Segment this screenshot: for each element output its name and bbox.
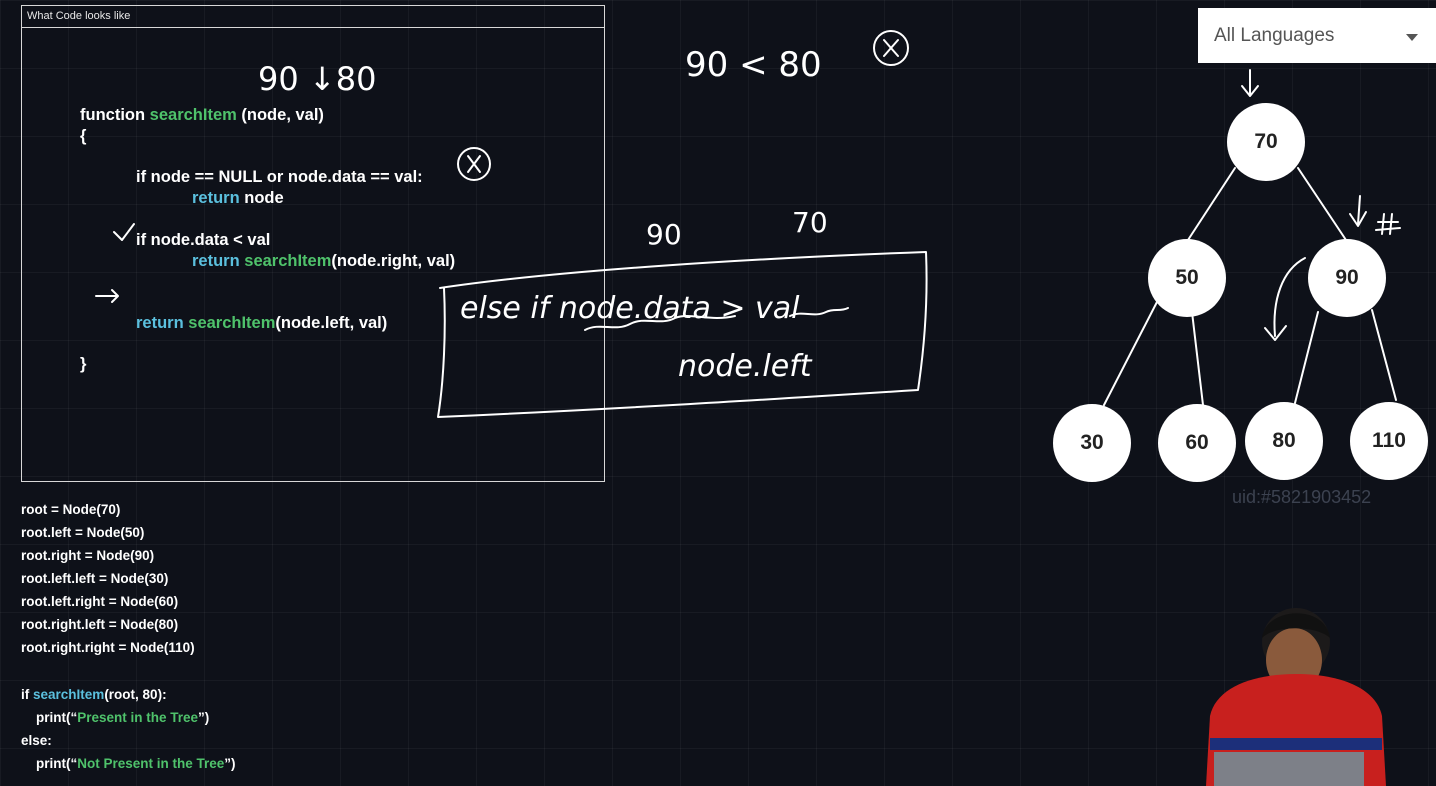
- arrow-icon: [1241, 69, 1259, 97]
- check-mark-icon: [113, 223, 135, 241]
- code-panel: What Code looks like: [21, 5, 605, 482]
- setup-line: root.left = Node(50): [21, 525, 145, 540]
- return-right-line: return searchItem(node.right, val): [192, 252, 455, 271]
- return-keyword: return: [192, 252, 240, 270]
- handwritten-else-if: else if node.data > val: [460, 291, 800, 326]
- present-message: Present in the Tree: [77, 710, 199, 725]
- driver-if-line: if searchItem(root, 80):: [21, 687, 167, 702]
- setup-line: root.right.left = Node(80): [21, 617, 179, 632]
- driver-call-args: (root, 80):: [104, 687, 167, 702]
- tree-node-left: 50: [1148, 239, 1226, 317]
- print-open: print(“: [36, 710, 78, 725]
- language-select[interactable]: All Languages: [1198, 8, 1436, 63]
- else-line: else:: [21, 733, 52, 748]
- handwritten-compare-1: 90 ↓80: [258, 60, 376, 98]
- open-brace: {: [80, 127, 87, 145]
- tree-edge: [1103, 299, 1159, 406]
- setup-line: root.left.left = Node(30): [21, 571, 169, 586]
- underline-squiggle: [789, 307, 849, 317]
- not-present-message: Not Present in the Tree: [77, 756, 225, 771]
- presenter-video: [1206, 608, 1386, 786]
- tree-edge: [1371, 309, 1397, 401]
- function-name: searchItem: [149, 106, 237, 124]
- if-keyword: if: [21, 687, 30, 702]
- recursive-call-right: searchItem: [244, 252, 332, 270]
- if-base-case: if node == NULL or node.data == val:: [136, 168, 423, 186]
- handwritten-box: [437, 251, 928, 418]
- tree-node-right-left: 80: [1245, 402, 1323, 480]
- tree-node-right-right: 110: [1350, 402, 1428, 480]
- tree-node-right: 90: [1308, 239, 1386, 317]
- function-keyword: function: [80, 106, 146, 124]
- handwritten-node-left: node.left: [678, 349, 813, 384]
- recursive-args-right: (node.right, val): [331, 252, 456, 270]
- handwritten-compare-2: 90 < 80: [685, 45, 822, 85]
- tree-edge: [1294, 311, 1319, 404]
- underline-squiggle: [584, 315, 736, 331]
- language-select-value: All Languages: [1214, 25, 1335, 46]
- tree-edge: [1191, 311, 1204, 406]
- print-not-present-line: print(“Not Present in the Tree”): [36, 756, 236, 771]
- tree-node-left-left: 30: [1053, 404, 1131, 482]
- print-present-line: print(“Present in the Tree”): [36, 710, 209, 725]
- arrow-icon: [1349, 195, 1367, 227]
- panel-title: What Code looks like: [22, 6, 604, 28]
- print-close: ”): [198, 710, 210, 725]
- handwritten-90: 90: [646, 218, 682, 251]
- print-close: ”): [224, 756, 236, 771]
- return-left-line: return searchItem(node.left, val): [136, 314, 387, 333]
- tree-edge: [1187, 167, 1236, 241]
- return-keyword: return: [192, 189, 240, 207]
- recursive-args-left: (node.left, val): [275, 314, 388, 332]
- tree-node-left-right: 60: [1158, 404, 1236, 482]
- close-brace: }: [80, 355, 87, 373]
- return-node-line: return node: [192, 189, 284, 208]
- function-signature: function searchItem (node, val): [80, 106, 324, 125]
- arrow-head-icon: [1264, 325, 1287, 341]
- setup-line: root = Node(70): [21, 502, 121, 517]
- tree-node-root: 70: [1227, 103, 1305, 181]
- uid-watermark: uid:#5821903452: [1232, 487, 1372, 507]
- setup-line: root.left.right = Node(60): [21, 594, 179, 609]
- return-keyword: return: [136, 314, 184, 332]
- cross-circle-icon: [457, 147, 491, 181]
- handwritten-70: 70: [792, 206, 828, 239]
- if-less-than: if node.data < val: [136, 231, 271, 249]
- return-node-value: node: [244, 189, 284, 207]
- hash-mark-icon: [1375, 213, 1401, 235]
- recursive-call-left: searchItem: [188, 314, 276, 332]
- driver-call: searchItem: [33, 687, 105, 702]
- tree-edge: [1297, 167, 1347, 241]
- chevron-down-icon: [1406, 34, 1418, 41]
- print-open: print(“: [36, 756, 78, 771]
- curved-arrow-icon: [1273, 257, 1306, 337]
- function-params: (node, val): [241, 106, 324, 124]
- cross-circle-icon: [873, 30, 909, 66]
- setup-line: root.right.right = Node(110): [21, 640, 195, 655]
- arrow-icon: [95, 289, 119, 303]
- setup-line: root.right = Node(90): [21, 548, 155, 563]
